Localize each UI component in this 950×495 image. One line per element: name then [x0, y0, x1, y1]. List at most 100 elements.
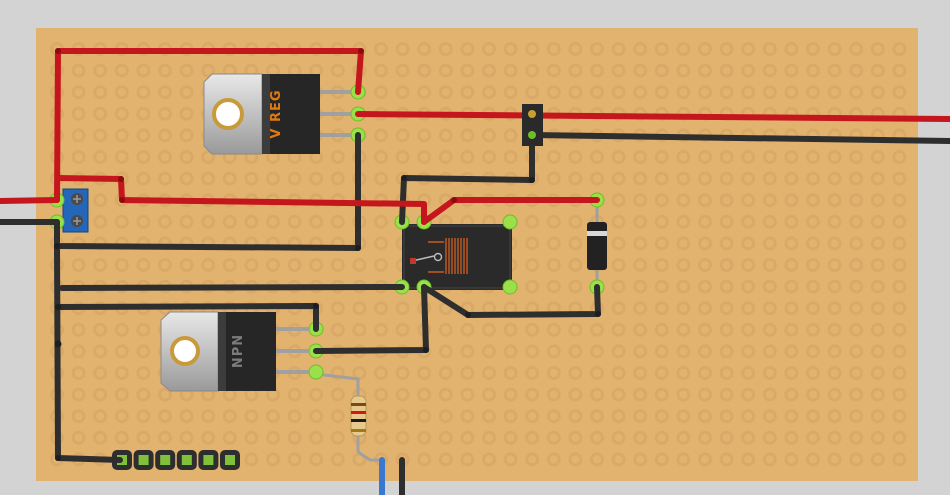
pad — [654, 430, 669, 445]
pad — [568, 171, 583, 186]
pad — [784, 344, 799, 359]
pad — [395, 322, 410, 337]
pad — [870, 322, 885, 337]
pad — [287, 171, 302, 186]
pad — [482, 387, 496, 402]
pad — [741, 322, 756, 337]
pad — [546, 344, 561, 359]
voltage-regulator[interactable]: V REG — [203, 73, 358, 155]
pad — [525, 452, 540, 467]
relay-body — [402, 224, 512, 290]
pad — [201, 150, 216, 164]
pad — [676, 344, 691, 359]
pad — [568, 452, 583, 467]
pad — [698, 150, 712, 164]
pad — [698, 344, 712, 359]
pad — [654, 279, 669, 294]
pad — [71, 106, 86, 121]
pad — [309, 430, 324, 445]
pad — [676, 85, 691, 100]
pad — [438, 366, 453, 380]
pad — [417, 430, 432, 445]
pad — [460, 409, 475, 424]
pad — [417, 42, 432, 56]
pad — [892, 366, 907, 380]
pad — [827, 279, 842, 294]
regulator-mount-hole — [212, 98, 244, 130]
pad — [438, 430, 453, 445]
pad — [374, 366, 388, 380]
pad — [633, 193, 648, 208]
pad — [222, 430, 237, 445]
pad — [374, 42, 388, 56]
pad — [806, 344, 820, 359]
pad — [438, 85, 453, 100]
pad — [395, 387, 410, 402]
pad — [827, 322, 842, 337]
pad — [611, 322, 626, 337]
pad — [330, 387, 345, 402]
pad — [806, 150, 820, 164]
pad — [784, 150, 799, 164]
pad — [590, 430, 604, 445]
pad — [179, 150, 194, 164]
pad — [158, 128, 172, 143]
pad — [374, 409, 388, 424]
resistor[interactable] — [315, 372, 382, 462]
pad — [741, 258, 756, 272]
pad — [784, 366, 799, 380]
pad — [503, 366, 518, 380]
pad — [784, 63, 799, 78]
pad — [784, 193, 799, 208]
pad — [633, 430, 648, 445]
pad — [633, 344, 648, 359]
pad — [71, 366, 86, 380]
pad — [568, 85, 583, 100]
pad — [827, 452, 842, 467]
pad — [568, 236, 583, 251]
pad — [676, 258, 691, 272]
pad — [827, 193, 842, 208]
pad — [892, 322, 907, 337]
pad — [374, 430, 388, 445]
pad — [438, 344, 453, 359]
pad — [136, 171, 151, 186]
pad — [136, 128, 151, 143]
pad — [870, 42, 885, 56]
pad — [546, 322, 561, 337]
relay[interactable] — [402, 224, 512, 290]
pad — [374, 214, 388, 229]
pad — [395, 63, 410, 78]
diode-body — [587, 222, 607, 270]
screw-terminal[interactable] — [62, 188, 89, 233]
pad — [611, 409, 626, 424]
pad — [676, 452, 691, 467]
pad — [525, 85, 540, 100]
pad — [870, 301, 885, 316]
pad — [633, 42, 648, 56]
pad — [158, 258, 172, 272]
pad — [806, 279, 820, 294]
pad — [741, 387, 756, 402]
pad — [158, 430, 172, 445]
pad — [222, 171, 237, 186]
pad — [654, 171, 669, 186]
pad — [482, 128, 496, 143]
pad — [460, 452, 475, 467]
pad — [438, 150, 453, 164]
pad — [719, 322, 734, 337]
pad — [741, 344, 756, 359]
pad — [136, 63, 151, 78]
pad — [762, 430, 777, 445]
pad — [611, 236, 626, 251]
pad — [719, 236, 734, 251]
pad — [784, 279, 799, 294]
pad — [806, 42, 820, 56]
pad — [762, 387, 777, 402]
pad — [546, 430, 561, 445]
pad — [482, 366, 496, 380]
pad — [374, 387, 388, 402]
header-pin-contact — [203, 455, 214, 465]
pad — [503, 387, 518, 402]
